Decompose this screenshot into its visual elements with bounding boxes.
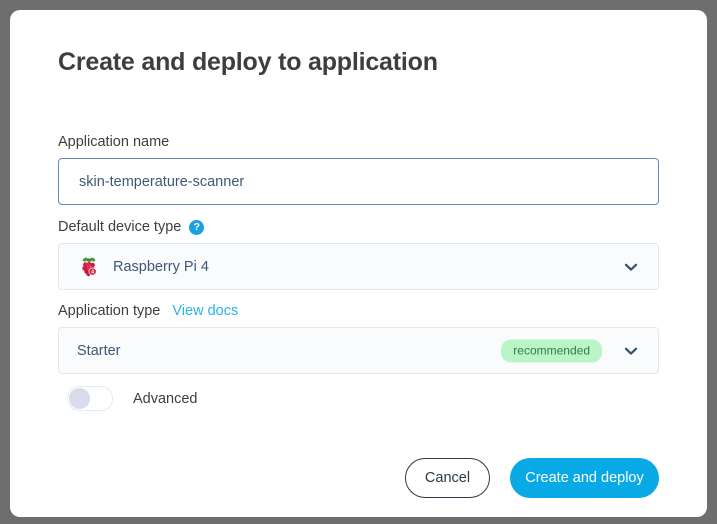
device-type-label-row: Default device type ? <box>58 218 659 236</box>
raspberry-pi-icon: 4 <box>77 255 101 279</box>
device-type-label: Default device type <box>58 219 182 235</box>
dialog-footer: Cancel Create and deploy <box>405 458 659 498</box>
application-type-label: Application type <box>58 303 161 319</box>
chevron-down-icon[interactable] <box>622 258 640 276</box>
field-application-type: Application type View docs Starter recom… <box>58 302 659 374</box>
dialog-title: Create and deploy to application <box>58 48 438 76</box>
create-application-dialog: Create and deploy to application Applica… <box>10 10 707 517</box>
cancel-button[interactable]: Cancel <box>405 458 490 498</box>
application-name-label: Application name <box>58 134 170 150</box>
field-default-device-type: Default device type ? <box>58 218 659 290</box>
application-type-value: Starter <box>77 342 121 359</box>
application-type-label-row: Application type View docs <box>58 302 659 320</box>
advanced-toggle-row: Advanced <box>67 386 198 411</box>
chevron-down-icon[interactable] <box>622 342 640 360</box>
advanced-toggle[interactable] <box>67 386 113 411</box>
application-name-label-row: Application name <box>58 133 659 151</box>
application-name-input[interactable] <box>58 158 659 205</box>
help-circle-icon[interactable]: ? <box>189 219 205 235</box>
device-type-select[interactable]: 4 Raspberry Pi 4 <box>58 243 659 290</box>
application-type-select[interactable]: Starter recommended <box>58 327 659 374</box>
recommended-badge: recommended <box>501 339 602 362</box>
create-and-deploy-button[interactable]: Create and deploy <box>510 458 659 498</box>
view-docs-link[interactable]: View docs <box>172 303 239 319</box>
advanced-toggle-label: Advanced <box>133 390 198 407</box>
svg-text:4: 4 <box>91 269 94 275</box>
device-type-value: Raspberry Pi 4 <box>113 258 209 275</box>
field-application-name: Application name <box>58 133 659 205</box>
toggle-knob <box>69 388 90 409</box>
